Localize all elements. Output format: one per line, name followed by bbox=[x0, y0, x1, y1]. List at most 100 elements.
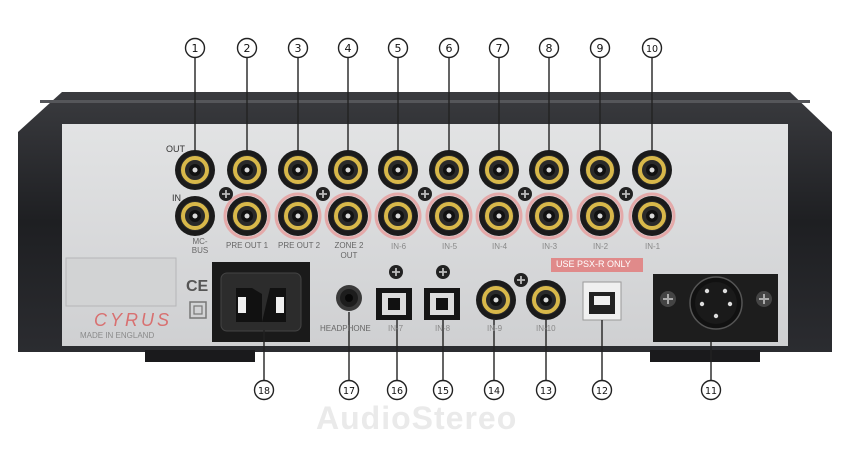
svg-text:15: 15 bbox=[437, 386, 449, 397]
psx-r-label: USE PSX-R ONLY bbox=[556, 259, 631, 269]
input-label-in-5: IN-5 bbox=[442, 242, 458, 251]
out-jack-8 bbox=[529, 150, 569, 190]
headphone-jack bbox=[336, 285, 362, 311]
in-jack-10 bbox=[628, 192, 676, 240]
callout-17: 17 bbox=[338, 379, 360, 401]
svg-text:5: 5 bbox=[395, 42, 402, 55]
svg-text:16: 16 bbox=[391, 386, 403, 397]
coax-in-9 bbox=[476, 280, 516, 320]
made-in-england-text: MADE IN ENGLAND bbox=[80, 331, 155, 340]
out-jack-1 bbox=[175, 150, 215, 190]
callout-16: 16 bbox=[386, 379, 408, 401]
optical-in-7-label: IN-7 bbox=[388, 324, 404, 333]
out-row-label: OUT bbox=[166, 144, 185, 154]
in-jack-1 bbox=[175, 196, 215, 236]
svg-text:17: 17 bbox=[343, 386, 355, 397]
out-jack-7 bbox=[479, 150, 519, 190]
callout-2: 2 bbox=[236, 37, 258, 59]
svg-text:6: 6 bbox=[446, 42, 453, 55]
out-jack-2 bbox=[227, 150, 267, 190]
input-label-pre-out-1: PRE OUT 1 bbox=[226, 241, 269, 250]
coax-in-9-label: IN-9 bbox=[487, 324, 503, 333]
optical-in-8-label: IN-8 bbox=[435, 324, 451, 333]
label-plate bbox=[65, 257, 177, 307]
callout-8: 8 bbox=[538, 37, 560, 59]
ground-screw-3 bbox=[418, 187, 432, 201]
svg-text:13: 13 bbox=[540, 386, 552, 397]
ce-mark: CE bbox=[186, 278, 209, 295]
input-label-in-3: IN-3 bbox=[542, 242, 558, 251]
out-jack-3 bbox=[278, 150, 318, 190]
screw-coax bbox=[514, 273, 528, 287]
coax-in-10 bbox=[526, 280, 566, 320]
cyrus-logo: CYRUS bbox=[94, 310, 173, 330]
out-jack-4 bbox=[328, 150, 368, 190]
ce-square-mark bbox=[189, 301, 207, 319]
callout-1: 1 bbox=[184, 37, 206, 59]
callout-14: 14 bbox=[483, 379, 505, 401]
watermark: AudioStereo bbox=[316, 400, 518, 436]
in-jack-4 bbox=[324, 192, 372, 240]
callout-7: 7 bbox=[488, 37, 510, 59]
out-jack-6 bbox=[429, 150, 469, 190]
callouts-bottom: 18 17 16 15 14 13 12 11 bbox=[253, 379, 722, 401]
svg-text:14: 14 bbox=[488, 386, 500, 397]
ground-screw-5 bbox=[619, 187, 633, 201]
input-label-mc-bus: MC-BUS bbox=[191, 237, 209, 255]
svg-text:1: 1 bbox=[192, 42, 199, 55]
foot-right bbox=[650, 350, 760, 362]
callout-10: 10 bbox=[641, 37, 663, 59]
input-label-in-1: IN-1 bbox=[645, 242, 661, 251]
callout-5: 5 bbox=[387, 37, 409, 59]
usb-b-port bbox=[582, 281, 622, 321]
out-jack-10 bbox=[632, 150, 672, 190]
input-label-in-6: IN-6 bbox=[391, 242, 407, 251]
callout-11: 11 bbox=[700, 379, 722, 401]
out-row bbox=[175, 150, 672, 190]
svg-text:7: 7 bbox=[496, 42, 503, 55]
headphone-label: HEADPHONE bbox=[320, 324, 371, 333]
optical-in-8 bbox=[424, 288, 460, 320]
callout-6: 6 bbox=[438, 37, 460, 59]
in-jack-5 bbox=[374, 192, 422, 240]
ground-screw-4 bbox=[518, 187, 532, 201]
in-jack-8 bbox=[525, 192, 573, 240]
callout-12: 12 bbox=[591, 379, 613, 401]
svg-text:10: 10 bbox=[646, 44, 658, 55]
in-row-label: IN bbox=[172, 193, 181, 203]
svg-text:2: 2 bbox=[244, 42, 251, 55]
callout-15: 15 bbox=[432, 379, 454, 401]
svg-text:12: 12 bbox=[596, 386, 608, 397]
psx-banner bbox=[551, 258, 643, 272]
svg-text:4: 4 bbox=[345, 42, 352, 55]
svg-text:9: 9 bbox=[597, 42, 604, 55]
in-jack-7 bbox=[475, 192, 523, 240]
iec-mains-socket bbox=[212, 262, 310, 342]
input-label-pre-out-2: PRE OUT 2 bbox=[278, 241, 321, 250]
out-jack-9 bbox=[580, 150, 620, 190]
out-jack-5 bbox=[378, 150, 418, 190]
callout-13: 13 bbox=[535, 379, 557, 401]
input-label-in-4: IN-4 bbox=[492, 242, 508, 251]
screw-optical-8 bbox=[436, 265, 450, 279]
svg-text:8: 8 bbox=[546, 42, 553, 55]
callout-18: 18 bbox=[253, 379, 275, 401]
callout-3: 3 bbox=[287, 37, 309, 59]
foot-left bbox=[145, 350, 255, 362]
ground-screw-2 bbox=[316, 187, 330, 201]
in-jack-6 bbox=[425, 192, 473, 240]
in-jack-9 bbox=[576, 192, 624, 240]
in-jack-2 bbox=[223, 192, 271, 240]
svg-text:18: 18 bbox=[258, 386, 270, 397]
coax-in-10-label: IN-10 bbox=[536, 324, 556, 333]
svg-text:11: 11 bbox=[705, 386, 717, 397]
svg-text:3: 3 bbox=[295, 42, 302, 55]
psx-r-socket bbox=[653, 274, 778, 342]
input-label-in-2: IN-2 bbox=[593, 242, 609, 251]
chassis-highlight bbox=[40, 100, 810, 103]
callouts-top: 1 2 3 4 5 6 7 8 9 10 bbox=[184, 37, 663, 59]
in-row bbox=[175, 192, 676, 240]
